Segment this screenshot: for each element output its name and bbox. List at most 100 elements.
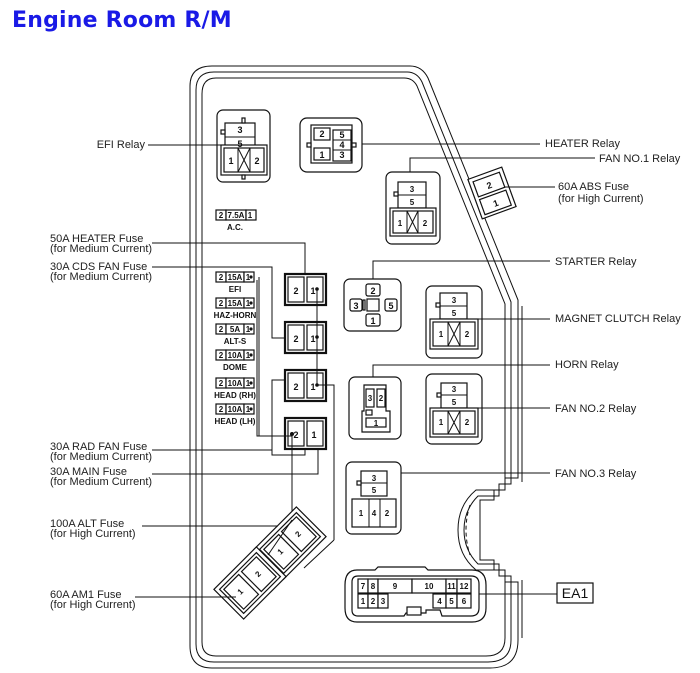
pin-label: 1 bbox=[439, 330, 444, 339]
fuse-rating: 15A bbox=[228, 299, 243, 308]
pin-label: 1 bbox=[276, 547, 286, 557]
fuse-name: HAZ-HORN bbox=[214, 311, 257, 320]
am1-fuse-60a[interactable]: 2 1 bbox=[213, 546, 287, 620]
fuse-pin-right: 1 bbox=[246, 273, 251, 282]
pin-label: 5 bbox=[339, 130, 344, 140]
junction-dot bbox=[249, 327, 253, 331]
label-heater-fuse: 50A HEATER Fuse bbox=[50, 233, 143, 245]
pin-label: 2 bbox=[423, 219, 428, 228]
pin-label: 5 bbox=[372, 486, 377, 495]
label-fan-no3-relay: FAN NO.3 Relay bbox=[555, 468, 637, 480]
fuse-pin-right: 1 bbox=[246, 299, 251, 308]
leader-line bbox=[372, 364, 550, 377]
fuse-pin-right: 1 bbox=[246, 379, 251, 388]
label-am1-fuse: 60A AM1 Fuse bbox=[50, 589, 122, 601]
fuse-cell bbox=[243, 323, 255, 335]
label-magnet-clutch-relay: MAGNET CLUTCH Relay bbox=[555, 313, 681, 325]
page-title: Engine Room R/M bbox=[12, 8, 232, 33]
fuse-pin-left: 2 bbox=[219, 299, 224, 308]
fuse-cell bbox=[243, 349, 255, 361]
pin-label: 2 bbox=[293, 382, 298, 392]
horn-relay[interactable]: 3 2 1 bbox=[348, 376, 402, 440]
fan-no3-relay[interactable]: 3 5 1 4 2 bbox=[345, 461, 402, 535]
label-main-fuse: 30A MAIN Fuse bbox=[50, 466, 127, 478]
fuse-pin-left: 2 bbox=[219, 351, 224, 360]
label-cds-fan-fuse-sub: (for Medium Current) bbox=[50, 271, 152, 283]
label-rad-fan-fuse: 30A RAD FAN Fuse bbox=[50, 441, 147, 453]
fuse-name: HEAD (LH) bbox=[215, 417, 256, 426]
ea1-pin-cell bbox=[377, 593, 389, 609]
fuse-cell bbox=[243, 403, 255, 415]
fuse-cell bbox=[243, 377, 255, 389]
fan-no2-relay[interactable]: 3 5 1 2 bbox=[425, 373, 483, 445]
fuse-pin-right: 1 bbox=[246, 405, 251, 414]
label-rad-fan-fuse-sub: (for Medium Current) bbox=[50, 451, 152, 463]
magnet-clutch-relay[interactable]: 3 5 1 2 bbox=[425, 285, 483, 359]
pin-label: 5 bbox=[452, 309, 457, 318]
heater-relay[interactable]: 2 1 5 4 3 bbox=[299, 117, 363, 173]
ea1-pin-label: 5 bbox=[449, 597, 454, 606]
fuse-rating: 5A bbox=[230, 325, 240, 334]
fuse-cell bbox=[243, 297, 255, 309]
pin-label: 2 bbox=[485, 180, 493, 191]
pin-label: 2 bbox=[293, 430, 298, 440]
pin-label: 1 bbox=[310, 382, 315, 392]
pin-label: 2 bbox=[370, 286, 375, 296]
pin-label: 4 bbox=[372, 509, 377, 518]
pin-label: 1 bbox=[236, 587, 246, 597]
pin-label: 4 bbox=[339, 140, 344, 150]
pin-label: 3 bbox=[339, 150, 344, 160]
starter-relay[interactable]: 2 3 5 1 bbox=[343, 278, 402, 332]
fuse-rating: 7.5A bbox=[228, 211, 245, 220]
pin-label: 3 bbox=[452, 296, 457, 305]
abs-fuse[interactable]: 2 1 bbox=[467, 166, 517, 220]
fuse-pin-left: 2 bbox=[219, 405, 224, 414]
label-heater-fuse-sub: (for Medium Current) bbox=[50, 243, 152, 255]
fuse-pin-right: 1 bbox=[246, 325, 251, 334]
fuse-name: A.C. bbox=[227, 223, 243, 232]
fuse-rating: 10A bbox=[228, 351, 243, 360]
heater-fuse-50a[interactable]: 2 1 bbox=[283, 272, 328, 307]
efi-relay[interactable]: 3 5 1 2 bbox=[216, 109, 271, 183]
label-horn-relay: HORN Relay bbox=[555, 359, 619, 371]
junction-dot bbox=[249, 381, 253, 385]
pin-label: 5 bbox=[388, 301, 393, 311]
pin-label: 3 bbox=[368, 394, 373, 403]
label-main-fuse-sub: (for Medium Current) bbox=[50, 476, 152, 488]
pin-label: 2 bbox=[293, 334, 298, 344]
label-abs-fuse: 60A ABS Fuse bbox=[558, 181, 629, 193]
pin-label: 2 bbox=[465, 418, 470, 427]
leader-line bbox=[152, 449, 319, 475]
cds-fan-fuse-30a[interactable]: 2 1 bbox=[283, 320, 328, 355]
pin-label: 2 bbox=[253, 569, 263, 579]
label-efi-relay: EFI Relay bbox=[97, 139, 146, 151]
fuse-name: ALT-S bbox=[224, 337, 247, 346]
fuse-pin-left: 2 bbox=[219, 211, 224, 220]
pin-label: 1 bbox=[370, 316, 375, 326]
housing-outline bbox=[189, 65, 523, 669]
ea1-pin-label: 4 bbox=[437, 597, 442, 606]
pin-label: 2 bbox=[385, 509, 390, 518]
pin-label: 1 bbox=[439, 418, 444, 427]
pin-label: 2 bbox=[254, 156, 259, 166]
fuse-rating: 10A bbox=[228, 405, 243, 414]
ea1-pin-label: 9 bbox=[393, 582, 398, 591]
ea1-pin-label: 12 bbox=[460, 582, 469, 591]
fuse-cell bbox=[243, 271, 255, 283]
leader-line bbox=[372, 260, 550, 279]
label-fan-no1-relay: FAN NO.1 Relay bbox=[599, 153, 681, 165]
fan-no1-relay[interactable]: 3 5 1 2 bbox=[385, 171, 441, 245]
fuse-pin-left: 2 bbox=[219, 325, 224, 334]
fuse-rating: 10A bbox=[228, 379, 243, 388]
alt-fuse-100a[interactable]: 2 1 bbox=[253, 506, 327, 580]
pin-label: 3 bbox=[237, 125, 242, 135]
